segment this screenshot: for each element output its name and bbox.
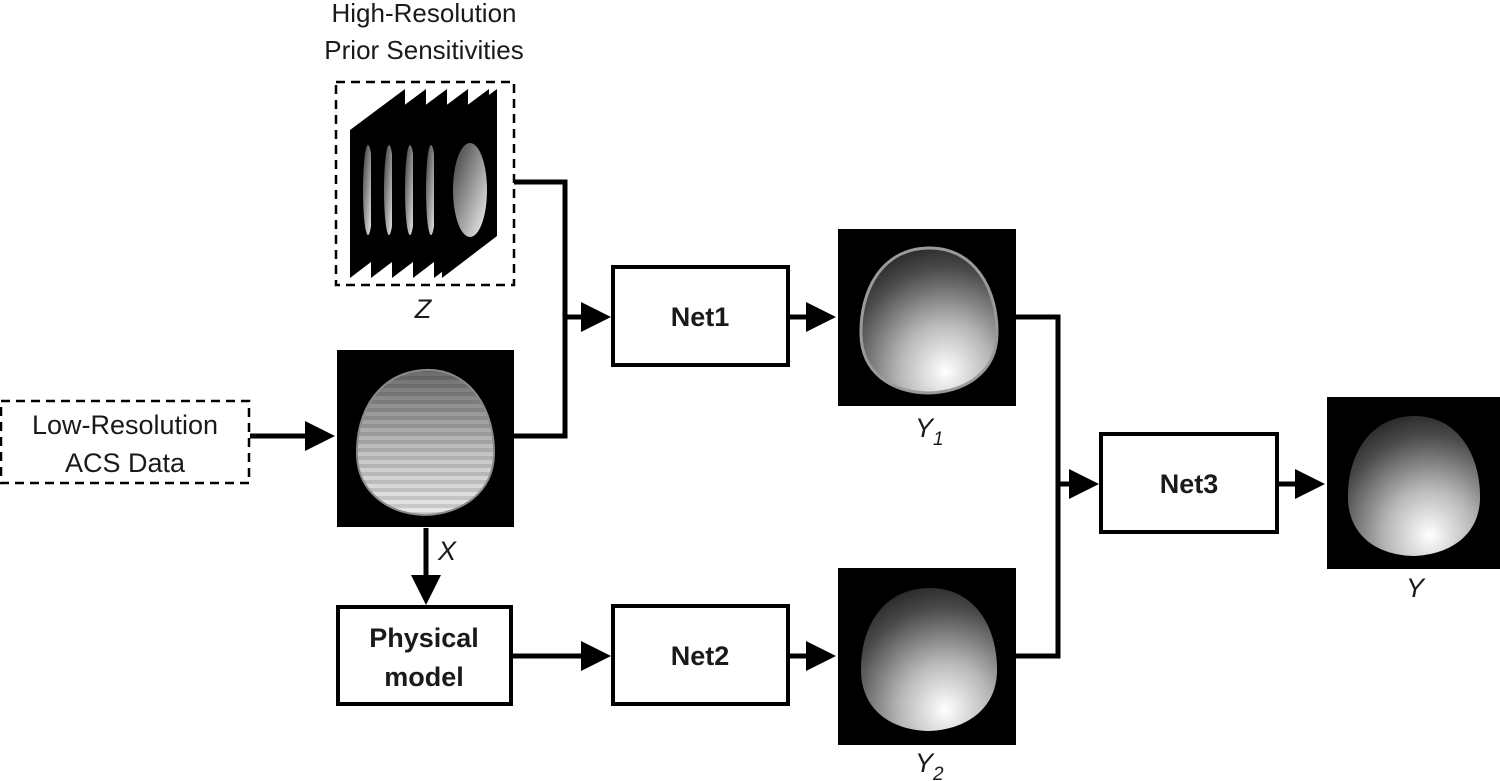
prior-sensitivities-stack xyxy=(334,80,516,287)
z-connector xyxy=(514,179,568,317)
physical-model-label-line1: Physical xyxy=(369,623,479,653)
y2-image xyxy=(838,568,1016,745)
y-output-image xyxy=(1327,397,1500,569)
z-label: Z xyxy=(414,294,433,324)
net2-label: Net2 xyxy=(671,641,730,671)
sensitivity-map-layer-6 xyxy=(442,89,497,278)
y1-image xyxy=(838,229,1016,406)
y2-label: Y2 xyxy=(915,748,944,781)
net1-label: Net1 xyxy=(671,302,730,332)
net3-label: Net3 xyxy=(1160,469,1219,499)
acs-data-label-line1: Low-Resolution xyxy=(32,410,218,440)
x-connector xyxy=(514,317,568,439)
x-image xyxy=(337,350,514,527)
acs-data-box xyxy=(0,399,251,485)
physical-model-label-line2: model xyxy=(384,662,464,692)
net2-box xyxy=(611,604,790,706)
y1-connector xyxy=(1016,314,1061,484)
y-output-label: Y xyxy=(1406,573,1426,603)
prior-sensitivities-title-line1: High-Resolution xyxy=(332,0,517,28)
y2-connector xyxy=(1016,484,1061,659)
acs-data-label-line2: ACS Data xyxy=(65,448,186,478)
physical-model-box xyxy=(336,605,513,706)
y1-label: Y1 xyxy=(915,413,944,450)
prior-sensitivities-title-line2: Prior Sensitivities xyxy=(324,35,523,65)
x-label: X xyxy=(437,536,457,566)
